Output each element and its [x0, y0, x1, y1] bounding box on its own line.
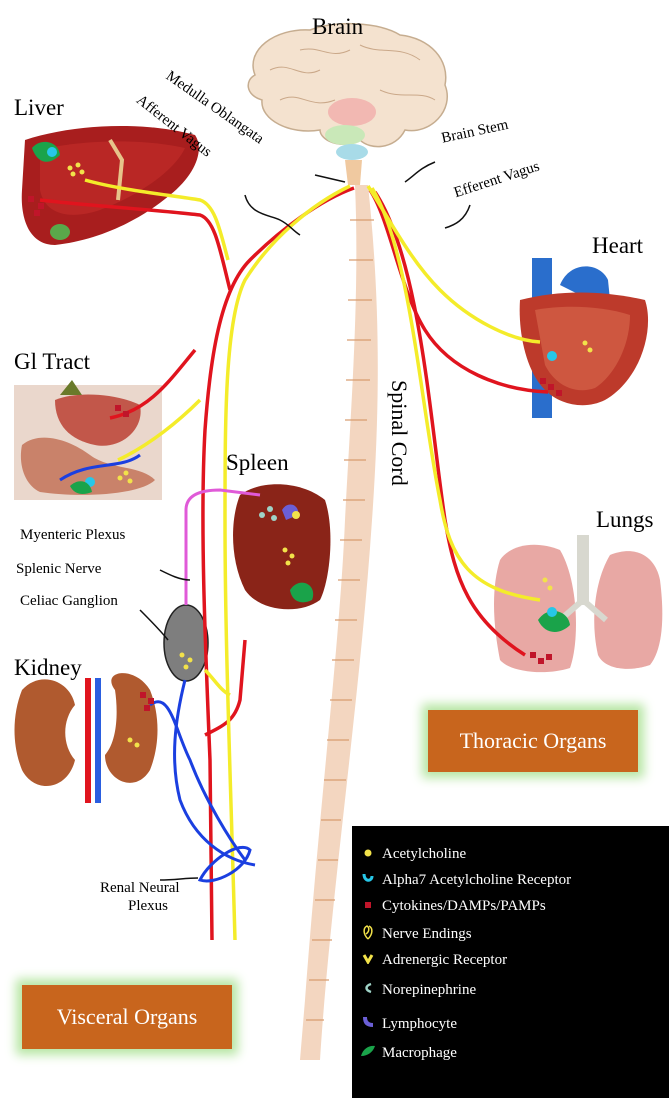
thoracic-organs-box: Thoracic Organs: [428, 710, 638, 772]
legend-item: Macrophage: [360, 1044, 457, 1063]
legend-label: Cytokines/DAMPs/PAMPs: [382, 898, 546, 915]
alpha7-receptor-icon: [360, 872, 376, 889]
legend-label: Norepinephrine: [382, 982, 476, 999]
label-kidney: Kidney: [14, 655, 82, 681]
legend-item: Adrenergic Receptor: [360, 952, 507, 969]
legend-item: Nerve Endings: [360, 924, 472, 945]
norepinephrine-icon: [360, 982, 376, 999]
label-renal-neural: Renal Neural: [100, 880, 180, 897]
label-brain: Brain: [312, 14, 363, 40]
label-splenic-nerve: Splenic Nerve: [16, 561, 101, 578]
nerve-ending-icon: [360, 924, 376, 945]
brain-illustration: [248, 24, 447, 185]
label-plexus: Plexus: [128, 898, 168, 915]
heart-illustration: [520, 258, 648, 418]
legend-label: Adrenergic Receptor: [382, 952, 507, 969]
legend-item: Norepinephrine: [360, 982, 476, 999]
legend-label: Alpha7 Acetylcholine Receptor: [382, 872, 571, 889]
celiac-ganglion-node: [164, 605, 208, 681]
label-spleen: Spleen: [226, 450, 289, 476]
label-heart: Heart: [592, 233, 643, 259]
label-gi-tract: Gl Tract: [14, 349, 90, 375]
cytokine-square-icon: [360, 898, 376, 915]
adrenergic-receptor-icon: [360, 952, 376, 969]
lymphocyte-icon: [360, 1014, 376, 1035]
label-liver: Liver: [14, 95, 64, 121]
label-lungs: Lungs: [596, 507, 654, 533]
legend-label: Macrophage: [382, 1045, 457, 1062]
legend-item: Acetylcholine: [360, 846, 466, 863]
acetylcholine-dot-icon: [360, 846, 376, 863]
legend-label: Acetylcholine: [382, 846, 466, 863]
legend-label: Lymphocyte: [382, 1016, 457, 1033]
legend: Acetylcholine Alpha7 Acetylcholine Recep…: [352, 826, 669, 1098]
visceral-organs-box: Visceral Organs: [22, 985, 232, 1049]
legend-item: Alpha7 Acetylcholine Receptor: [360, 872, 571, 889]
label-myenteric-plexus: Myenteric Plexus: [20, 527, 125, 544]
legend-item: Lymphocyte: [360, 1014, 457, 1035]
kidney-illustration: [15, 673, 158, 803]
legend-item: Cytokines/DAMPs/PAMPs: [360, 898, 546, 915]
spleen-illustration: [233, 484, 330, 609]
macrophage-icon: [360, 1044, 376, 1063]
legend-label: Nerve Endings: [382, 926, 472, 943]
label-spinal-cord: Spinal Cord: [386, 380, 412, 486]
label-celiac-ganglion: Celiac Ganglion: [20, 593, 118, 610]
